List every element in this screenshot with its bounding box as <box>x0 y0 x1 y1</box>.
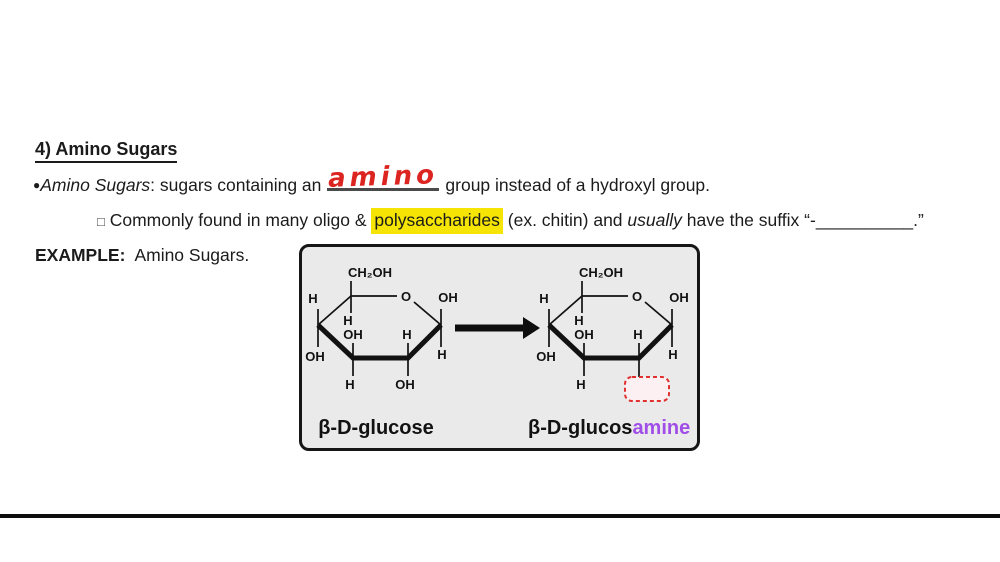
atom-label-oh: OH <box>438 290 458 305</box>
sub-bullet-text-middle: (ex. chitin) and <box>507 210 623 230</box>
atom-label-h: H <box>402 327 411 342</box>
italic-word: usually <box>627 210 682 230</box>
glucosamine-caption-black: β-D-glucos <box>528 417 633 439</box>
definition-text-continued: group instead of a hydroxyl group. <box>445 175 711 195</box>
atom-label-oh: OH <box>536 349 556 364</box>
atom-label-h: H <box>633 327 642 342</box>
example-line: EXAMPLE: Amino Sugars. <box>35 245 249 266</box>
sub-bullet-text-after: have the suffix “-__________.” <box>686 210 924 230</box>
atom-label-ch2oh: CH₂OH <box>348 265 392 280</box>
definition-term: Amino Sugars <box>40 175 151 195</box>
atom-label-h: H <box>345 377 354 392</box>
atom-label-oh: OH <box>574 327 594 342</box>
glucose-atom-labels: CH₂OH O OH H H OH H OH H H OH <box>305 265 458 392</box>
glucosamine-structure <box>547 281 674 378</box>
example-label: EXAMPLE: <box>35 245 126 265</box>
atom-label-oh: OH <box>669 290 689 305</box>
glucose-caption: β-D-glucose <box>318 417 434 439</box>
atom-label-oh: OH <box>395 377 415 392</box>
atom-label-h: H <box>437 347 446 362</box>
atom-label-ring-oxygen: O <box>401 289 411 304</box>
sub-bullet-text: Commonly found in many oligo & <box>109 210 367 230</box>
atom-label-h: H <box>576 377 585 392</box>
sub-bullet-line: □ Commonly found in many oligo & polysac… <box>97 208 924 234</box>
bullet-icon: ● <box>33 178 41 192</box>
glucosamine-caption-amine: amine <box>632 417 691 439</box>
square-bullet-icon: □ <box>97 214 105 229</box>
example-text: Amino Sugars. <box>134 245 250 265</box>
atom-label-h: H <box>343 313 352 328</box>
atom-label-oh: OH <box>305 349 325 364</box>
atom-label-h: H <box>668 347 677 362</box>
definition-text: : sugars containing an <box>150 175 322 195</box>
bottom-divider-line <box>0 514 1000 518</box>
atom-label-h: H <box>574 313 583 328</box>
reaction-arrow-icon <box>455 317 540 339</box>
chemical-structure-figure: CH₂OH O OH H H OH H OH H H OH <box>299 244 700 451</box>
glucose-structure <box>316 281 443 376</box>
answer-blank-box <box>624 376 670 402</box>
atom-label-h: H <box>308 291 317 306</box>
handwritten-answer: amino <box>327 160 439 194</box>
fill-in-blank: amino <box>327 160 440 194</box>
atom-label-h: H <box>539 291 548 306</box>
highlighted-word: polysaccharides <box>371 208 503 234</box>
glucosamine-atom-labels: CH₂OH O OH H H OH H OH H H <box>536 265 689 392</box>
section-heading: 4) Amino Sugars <box>35 139 178 163</box>
atom-label-oh: OH <box>343 327 363 342</box>
haworth-projection-diagram: CH₂OH O OH H H OH H OH H H OH <box>305 265 689 402</box>
atom-label-ch2oh: CH₂OH <box>579 265 623 280</box>
glucosamine-caption: β-D-glucosamine <box>528 417 690 440</box>
atom-label-ring-oxygen: O <box>632 289 642 304</box>
